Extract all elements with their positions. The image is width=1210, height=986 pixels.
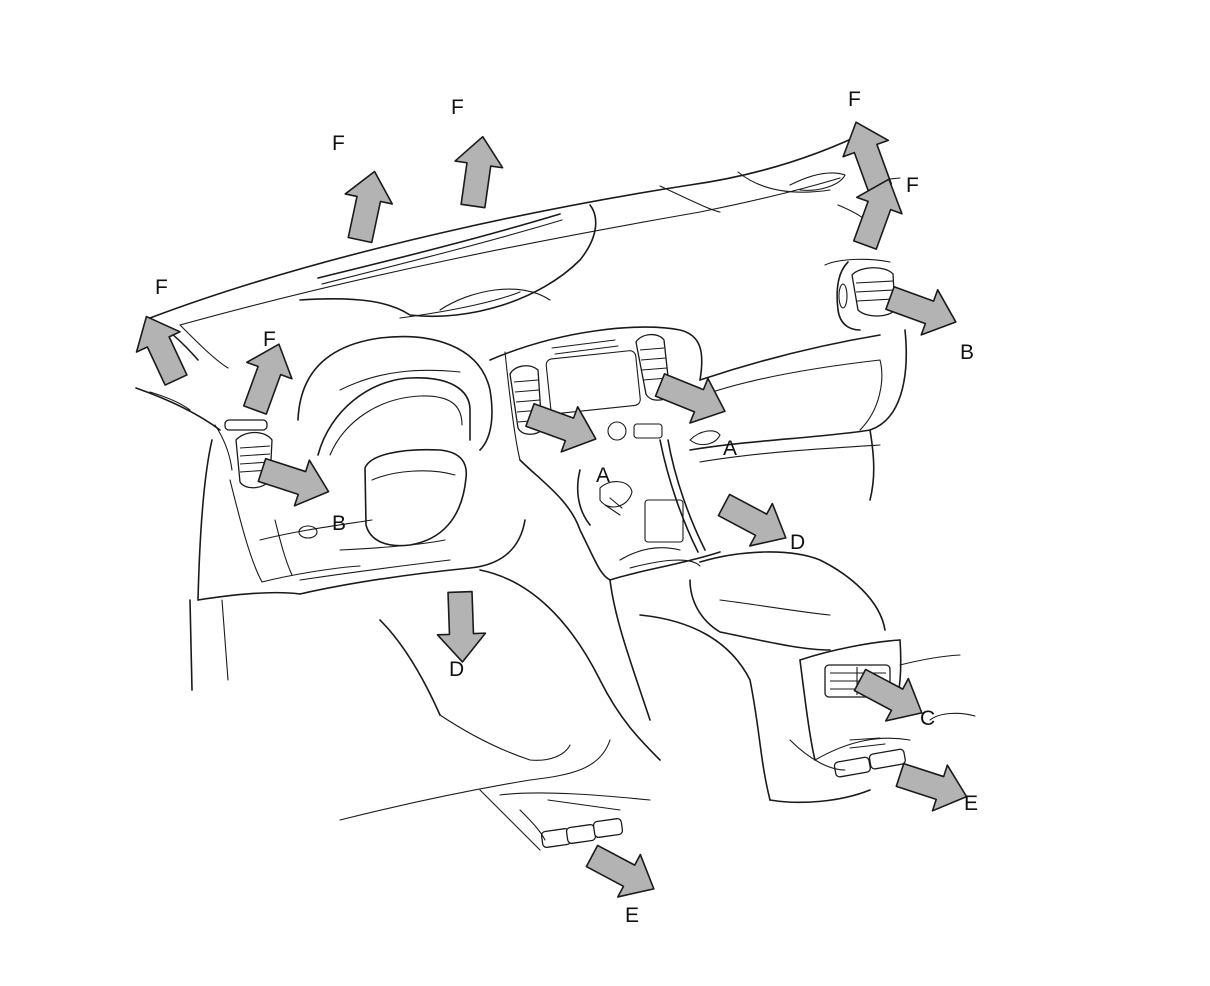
- label-b-left: B: [332, 512, 346, 535]
- label-f-2: F: [451, 96, 464, 119]
- label-b-right: B: [960, 341, 974, 364]
- dashboard-line-art: [135, 129, 976, 851]
- arrow-f-2: [448, 132, 508, 211]
- airflow-arrows: [123, 113, 975, 911]
- label-f-6: F: [263, 328, 276, 351]
- label-e-front: E: [625, 904, 639, 927]
- label-f-1: F: [332, 132, 345, 155]
- label-f-3: F: [848, 88, 861, 111]
- airflow-labels: F F F F F F B B A A D D C E E: [155, 88, 978, 927]
- label-e-rear: E: [964, 792, 978, 815]
- label-f-4: F: [906, 174, 919, 197]
- label-a-right: A: [723, 437, 737, 460]
- label-a-left: A: [596, 464, 610, 487]
- vent-right-side: [851, 267, 896, 317]
- arrow-d-lower: [435, 590, 488, 664]
- arrow-d-right: [711, 483, 798, 560]
- label-d-lower: D: [449, 658, 464, 681]
- arrow-f-3: [832, 113, 904, 198]
- arrow-f-1: [335, 165, 399, 246]
- arrow-e-front: [579, 834, 666, 911]
- label-c: C: [920, 707, 935, 730]
- label-d-right: D: [790, 531, 805, 554]
- label-f-5: F: [155, 276, 168, 299]
